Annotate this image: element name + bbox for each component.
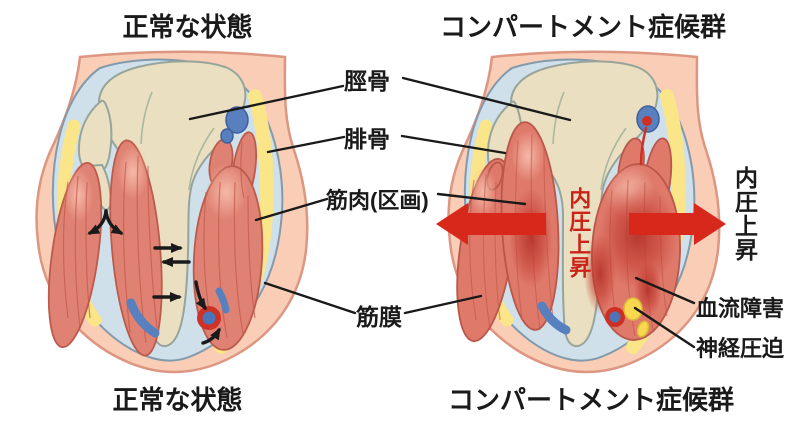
leader-line-nerve — [633, 306, 696, 349]
label-fascia: 筋膜 — [356, 304, 402, 330]
leader-line-muscle-left — [254, 197, 329, 222]
muscle-shapes — [47, 131, 264, 357]
right-panel-title-top: コンパートメント症候群 — [440, 12, 727, 42]
left-leg-illustration — [35, 50, 309, 374]
label-nerve-compression: 神経圧迫 — [696, 336, 785, 361]
nerve-shape — [623, 297, 650, 338]
label-tibia: 脛骨 — [344, 68, 390, 94]
leader-line-tibia-right — [401, 76, 572, 122]
pressure-arrows — [436, 203, 726, 245]
leader-line-tibia-left — [188, 84, 345, 121]
pressure-arrow-right-icon — [629, 203, 726, 245]
left-panel-title-top: 正常な状態 — [122, 12, 253, 42]
label-pressure-inner: 内圧上昇 — [566, 187, 592, 279]
right-panel-title-bottom: コンパートメント症候群 — [448, 385, 735, 415]
leader-lines — [188, 76, 696, 349]
bone-ridge-lines — [140, 91, 215, 191]
leader-line-blood-flow — [634, 276, 696, 305]
leader-line-fascia-left — [263, 281, 357, 315]
leader-line-fibula-left — [266, 135, 346, 154]
blood-vessels-compressed — [537, 105, 660, 338]
label-blood-flow: 血流障害 — [696, 296, 785, 321]
label-pressure-outer: 内圧上昇 — [731, 166, 758, 262]
leader-line-muscle-right — [436, 192, 527, 206]
leader-line-fascia-right — [403, 294, 483, 315]
label-muscle-compartment: 筋肉(区画) — [326, 188, 429, 213]
pressure-arrow-left-icon — [436, 203, 546, 245]
label-fibula: 腓骨 — [344, 126, 390, 152]
leader-line-fibula-right — [400, 134, 507, 155]
blood-vessels — [126, 106, 249, 338]
expansion-arrows — [87, 209, 221, 345]
left-panel-title-bottom: 正常な状態 — [112, 385, 243, 415]
